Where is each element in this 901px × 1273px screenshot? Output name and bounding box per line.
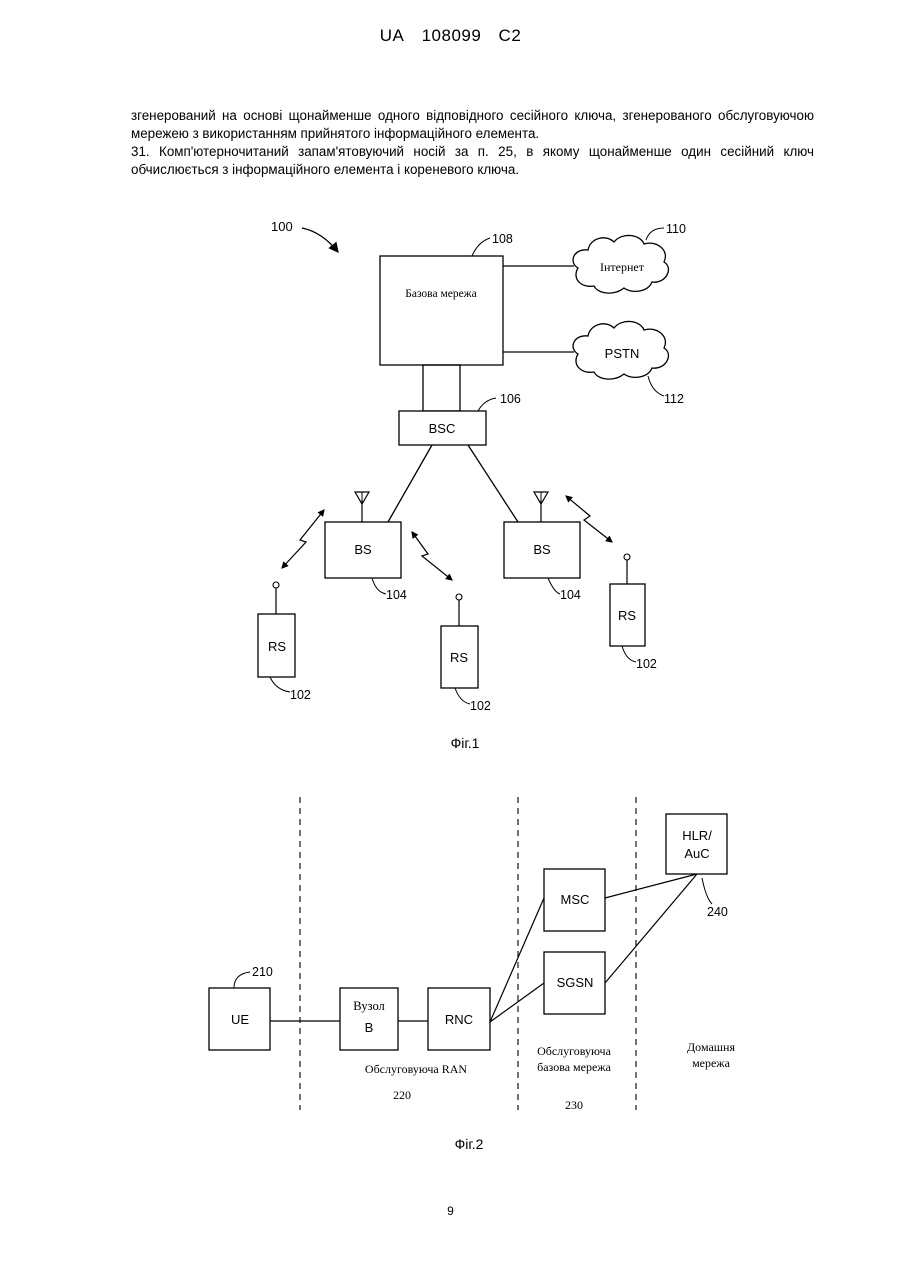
rs-right-antenna [624, 554, 630, 584]
figure-1-caption: Фіг.1 [451, 735, 480, 751]
serving-ran-label: Обслуговуюча RAN [365, 1062, 468, 1076]
hlr-ref-leader [702, 878, 712, 904]
home-network-label-1: Домашня [687, 1040, 735, 1054]
pstn-ref-leader [648, 376, 664, 396]
bs-left-ref: 104 [386, 588, 407, 602]
figure-1: 100 Базова мережа 108 Інтернет 110 PSTN … [0, 0, 901, 760]
internet-ref: 110 [666, 222, 686, 236]
rnc-box [428, 988, 490, 1050]
sgsn-box [544, 952, 605, 1014]
serving-core-label-2: базова мережа [537, 1060, 611, 1074]
bs-left-ref-leader [372, 578, 386, 594]
rs-left-label: RS [268, 639, 286, 654]
serving-ran-ref: 220 [393, 1088, 411, 1102]
internet-ref-leader [646, 228, 664, 240]
link-bsc-bs-left [388, 445, 432, 522]
core-bsc-connector [423, 365, 460, 411]
internet-label: Інтернет [600, 260, 645, 274]
pstn-ref: 112 [664, 392, 684, 406]
bs-right-label: BS [533, 542, 551, 557]
rs-right-label: RS [618, 608, 636, 623]
hlr-label-1: HLR/ [682, 828, 712, 843]
serving-core-label-1: Обслуговуюча [537, 1044, 612, 1058]
core-network-ref: 108 [492, 232, 513, 246]
figure-2-caption: Фіг.2 [455, 1136, 484, 1152]
rs-middle-label: RS [450, 650, 468, 665]
bsc-ref-leader [478, 398, 496, 411]
core-network-ref-leader [472, 238, 490, 256]
core-network-label: Базова мережа [405, 288, 476, 300]
link-rnc-sgsn [490, 983, 544, 1022]
ue-label: UE [231, 1012, 249, 1027]
core-network-box [380, 256, 503, 365]
node-b-label-2: В [365, 1020, 374, 1035]
ue-box [209, 988, 270, 1050]
link-rnc-msc [490, 898, 544, 1022]
node-b-box [340, 988, 398, 1050]
link-bsc-bs-right [468, 445, 518, 522]
msc-box [544, 869, 605, 931]
bs-left-antenna [355, 492, 369, 522]
rs-left-ref: 102 [290, 688, 311, 702]
bsc-ref: 106 [500, 392, 521, 406]
msc-label: MSC [561, 892, 590, 907]
hlr-ref: 240 [707, 905, 728, 919]
rs-right-ref-leader [622, 646, 636, 662]
rs-middle-antenna [456, 594, 462, 626]
hlr-label-2: AuC [684, 846, 709, 861]
system-ref: 100 [271, 219, 293, 234]
rs-left-ref-leader [270, 677, 290, 692]
wireless-link-left [282, 510, 324, 568]
rs-right-ref: 102 [636, 657, 657, 671]
hlr-auc-box [666, 814, 727, 874]
serving-core-ref: 230 [565, 1098, 583, 1112]
bs-right-ref: 104 [560, 588, 581, 602]
pstn-label: PSTN [605, 346, 640, 361]
system-ref-arrow [302, 228, 338, 252]
rs-left-antenna [273, 582, 279, 614]
link-sgsn-hlr [605, 874, 697, 983]
bs-right-ref-leader [548, 578, 560, 594]
rnc-label: RNC [445, 1012, 473, 1027]
ue-ref: 210 [252, 965, 273, 979]
link-msc-hlr [605, 874, 697, 898]
page-number: 9 [0, 1204, 901, 1218]
bs-left-label: BS [354, 542, 372, 557]
rs-middle-ref: 102 [470, 699, 491, 713]
bs-right-antenna [534, 492, 548, 522]
rs-middle-ref-leader [455, 688, 470, 704]
node-b-label-1: Вузол [353, 999, 385, 1013]
bsc-label: BSC [429, 421, 456, 436]
wireless-link-middle [412, 532, 452, 580]
home-network-label-2: мережа [692, 1056, 731, 1070]
sgsn-label: SGSN [557, 975, 594, 990]
ue-ref-leader [234, 972, 250, 988]
